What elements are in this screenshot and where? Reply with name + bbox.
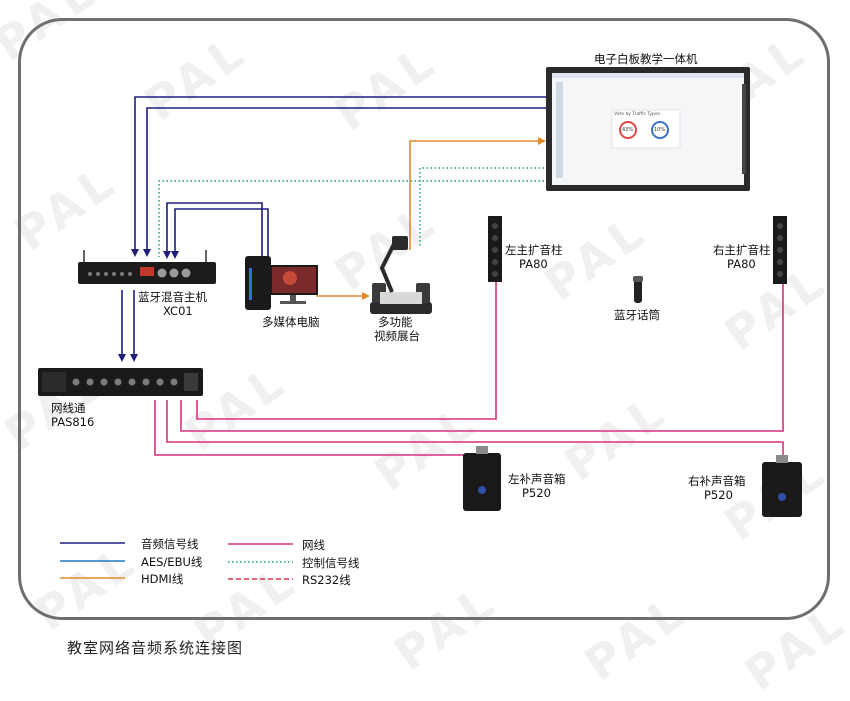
legend-label-audio: 音频信号线 xyxy=(141,537,199,551)
network-line-right-box xyxy=(166,400,784,458)
mic-label: 蓝牙话筒 xyxy=(614,308,660,322)
audio-line-whiteboard-mixer-2 xyxy=(143,107,548,257)
legend-label-rs232: RS232线 xyxy=(302,573,351,587)
screen-gauge-2: 10% xyxy=(654,127,666,133)
pc-device xyxy=(245,256,318,310)
router-label-name: 网线通 xyxy=(51,401,86,415)
legend-label-aes: AES/EBU线 xyxy=(141,555,203,569)
legend-label-control: 控制信号线 xyxy=(302,556,360,570)
screen-title: Vote by Traffic Types xyxy=(614,112,661,117)
left-box-speaker xyxy=(463,446,501,511)
whiteboard-device xyxy=(546,67,750,191)
right-box-label-name: 右补声音箱 xyxy=(688,474,746,488)
right-column-label-name: 右主扩音柱 xyxy=(713,243,771,257)
legend-label-network: 网线 xyxy=(302,538,325,552)
visualizer-device xyxy=(370,236,432,314)
control-line-whiteboard-mixer xyxy=(158,180,548,257)
left-column-speaker xyxy=(488,216,502,282)
mixer-label-name: 蓝牙混音主机 xyxy=(138,290,207,304)
diagram-frame xyxy=(18,18,830,620)
right-column-speaker xyxy=(773,216,787,284)
control-line-whiteboard-visualizer xyxy=(419,167,548,248)
network-line-left-box xyxy=(154,400,465,456)
hdmi-line-visualizer-whiteboard xyxy=(409,137,546,250)
network-line-right-column xyxy=(180,284,784,432)
router-label-model: PAS816 xyxy=(51,415,95,429)
pc-label: 多媒体电脑 xyxy=(262,315,320,329)
whiteboard-label: 电子白板教学一体机 xyxy=(594,52,698,66)
network-router-device xyxy=(38,368,203,396)
network-line-left-column xyxy=(196,282,497,420)
visualizer-label-1: 多功能 xyxy=(378,315,413,329)
connection-diagram xyxy=(38,67,802,580)
mixer-device xyxy=(78,250,216,284)
screen-gauge-1: 43% xyxy=(622,127,634,133)
right-box-label-model: P520 xyxy=(704,488,733,502)
right-column-label-model: PA80 xyxy=(727,257,756,271)
right-box-speaker xyxy=(762,455,802,517)
legend-label-hdmi: HDMI线 xyxy=(141,572,184,586)
left-column-label-model: PA80 xyxy=(519,257,548,271)
audio-line-whiteboard-mixer xyxy=(131,96,548,257)
diagram-caption: 教室网络音频系统连接图 xyxy=(67,639,244,657)
bluetooth-mic xyxy=(633,276,643,303)
audio-line-pc-mixer xyxy=(163,202,263,262)
left-box-label-name: 左补声音箱 xyxy=(508,472,566,486)
audio-line-pc-mixer-2 xyxy=(171,208,269,262)
left-column-label-name: 左主扩音柱 xyxy=(505,243,563,257)
visualizer-label-2: 视频展台 xyxy=(374,329,420,343)
left-box-label-model: P520 xyxy=(522,486,551,500)
mixer-label-model: XC01 xyxy=(163,304,193,318)
